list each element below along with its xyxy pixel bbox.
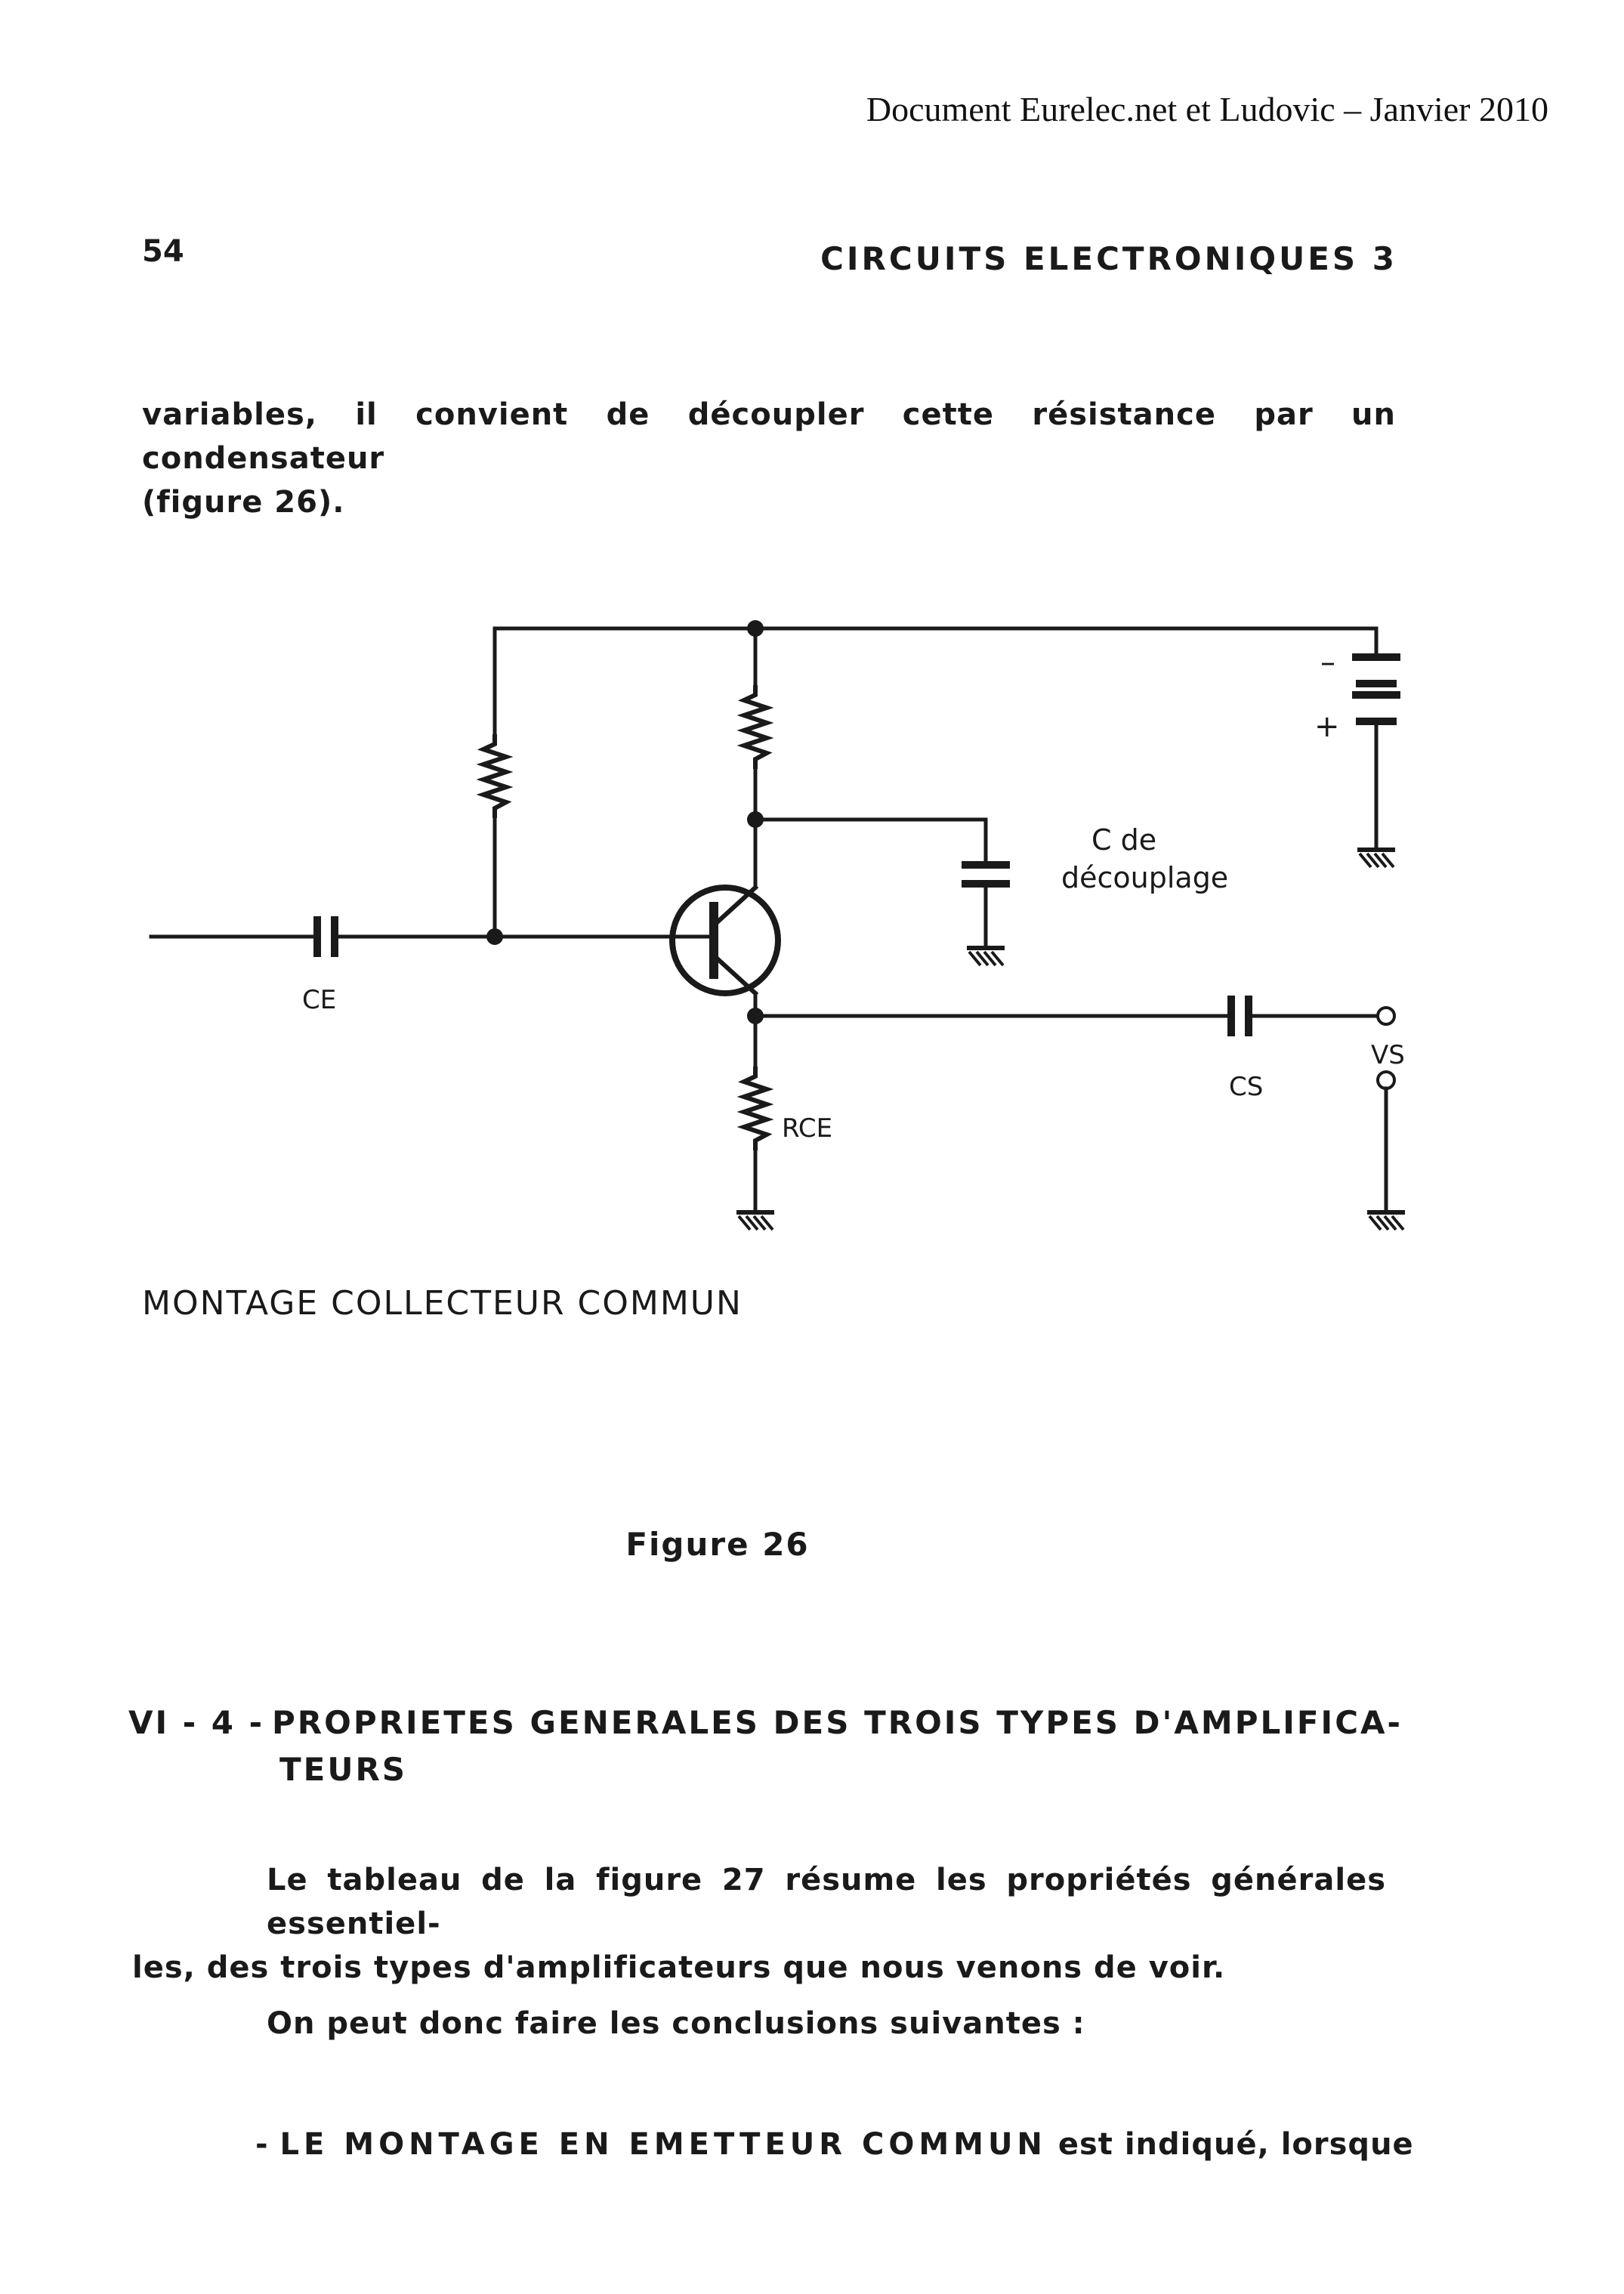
transistor-emitter-lead [710,952,759,997]
circuit-diagram: – + C de découplage CE CS RCE VS [149,620,1405,1231]
junction-emitter [747,1008,764,1024]
ground-symbol-output [1367,1210,1405,1231]
junction-top-rail [747,620,764,637]
output-terminal-top [1376,1006,1396,1026]
running-title: CIRCUITS ELECTRONIQUES 3 [820,240,1397,277]
conclusion-emphasis: LE MONTAGE EN EMETTEUR COMMUN [279,2127,1047,2162]
intro-paragraph: variables, il convient de découpler cett… [142,393,1396,524]
summary-paragraph: Le tableau de la figure 27 résume les pr… [132,1858,1386,1990]
section-title-line-1: PROPRIETES GENERALES DES TROIS TYPES D'A… [272,1704,1403,1741]
conclusions-intro: On peut donc faire les conclusions suiva… [267,2006,1085,2041]
intro-line-2: (figure 26). [142,485,345,520]
conclusion-rest: est indiqué, lorsque [1046,2127,1414,2162]
bypass-cap-label-line1: C de [1091,823,1156,857]
junction-collector [747,811,764,828]
bias-resistor [476,734,514,818]
section-heading: VI - 4 -PROPRIETES GENERALES DES TROIS T… [128,1700,1403,1793]
intro-line-1: variables, il convient de découpler cett… [142,397,1396,476]
conclusion-dash: - [255,2127,280,2162]
emitter-resistor-label: RCE [782,1113,832,1144]
section-number: VI - 4 - [128,1704,265,1741]
output-terminal-bottom [1376,1070,1396,1090]
figure-caption: MONTAGE COLLECTEUR COMMUN [142,1284,743,1323]
emitter-resistor [736,1067,774,1150]
bypass-cap-label-line2: découplage [1061,861,1228,894]
collector-resistor [736,685,774,769]
page-number: 54 [142,234,184,269]
output-cap-label: CS [1229,1072,1263,1102]
junction-base [486,928,503,945]
battery-minus-label: – [1320,645,1335,680]
ground-symbol-bypass-cap [967,946,1005,967]
figure-label: Figure 26 [625,1526,810,1563]
output-terminal-label: VS [1371,1040,1405,1070]
ground-symbol-emitter [736,1210,774,1231]
conclusion-item-emitter-common: - LE MONTAGE EN EMETTEUR COMMUN est indi… [255,2123,1414,2166]
transistor-body [669,885,781,996]
transistor-collector-lead [710,884,759,929]
ground-symbol-battery [1357,848,1395,869]
document-source-note: Document Eurelec.net et Ludovic – Janvie… [866,90,1548,128]
summary-line-1: Le tableau de la figure 27 résume les pr… [267,1863,1386,1941]
input-cap-label: CE [302,985,336,1015]
section-title-line-2: TEURS [279,1751,408,1788]
summary-line-2: les, des trois types d'amplificateurs qu… [132,1950,1226,1985]
battery-plus-label: + [1314,709,1340,744]
